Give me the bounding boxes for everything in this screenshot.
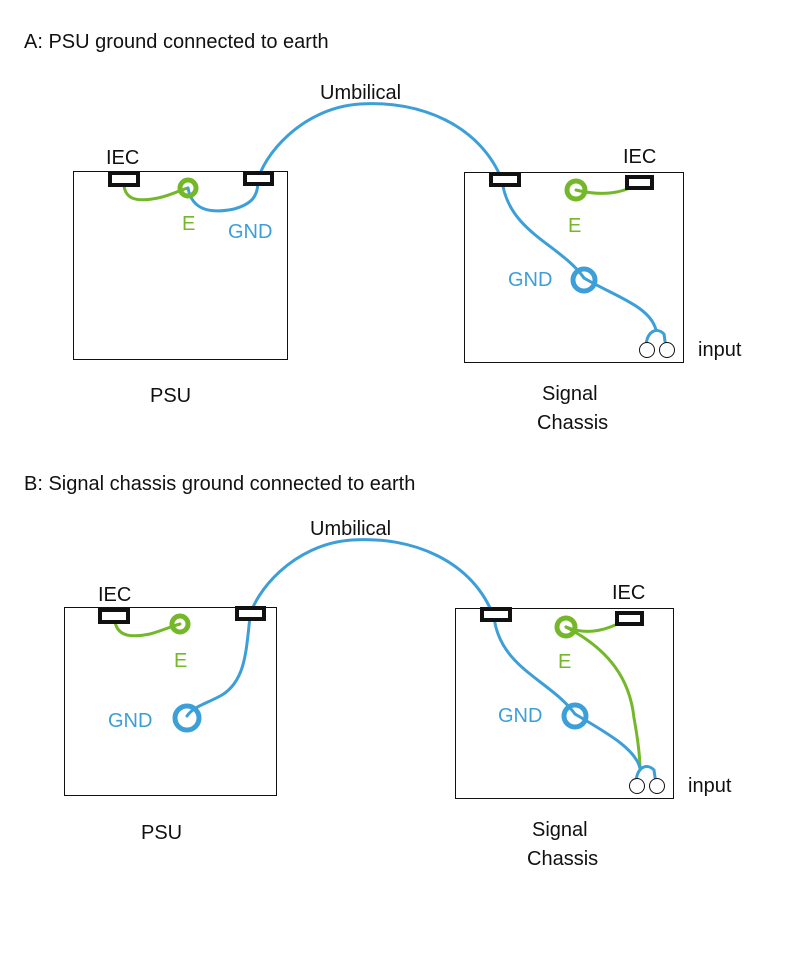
panel-b-psu-e-label: E: [174, 650, 187, 672]
panel-b-input-jack-1: [629, 778, 645, 794]
panel-b-input-jack-2: [649, 778, 665, 794]
panel-b-psu-chassis: [64, 607, 277, 796]
panel-a-umbilical-wire: [256, 102, 504, 183]
panel-b-signal-gnd-wire: [492, 615, 577, 716]
panel-a-input-label: input: [698, 339, 742, 361]
panel-b-umbilical-label: Umbilical: [310, 518, 391, 540]
panel-b: B: Signal chassis ground connected to ea…: [24, 473, 732, 870]
panel-a-psu-gnd-label: GND: [228, 221, 272, 243]
panel-b-input-label: input: [688, 775, 732, 797]
panel-a-psu-chassis: [73, 171, 288, 360]
panel-a-signal-earth-terminal: [564, 178, 588, 202]
panel-b-psu-earth-terminal: [169, 613, 191, 635]
panel-a-signal-iec-socket: [625, 175, 654, 190]
panel-b-psu-iec-socket: [98, 608, 130, 624]
panel-a-signal-label-line1: Signal: [542, 383, 598, 405]
panel-b-psu-iec-label: IEC: [98, 584, 131, 606]
panel-a-psu-e-label: E: [182, 213, 195, 235]
panel-b-signal-iec-socket: [615, 611, 644, 626]
panel-b-psu-label: PSU: [141, 822, 182, 844]
panel-a-psu-iec-socket: [108, 171, 140, 187]
panel-a-signal-e-label: E: [568, 215, 581, 237]
panel-a-umbilical-label: Umbilical: [320, 82, 401, 104]
panel-b-title: B: Signal chassis ground connected to ea…: [24, 473, 415, 495]
panel-b-psu-umbilical-socket: [235, 606, 266, 621]
panel-b-psu-gnd-label: GND: [108, 710, 152, 732]
panel-b-signal-earth-terminal: [554, 615, 578, 639]
panel-b-signal-gnd-label: GND: [498, 705, 542, 727]
panel-b-signal-iec-label: IEC: [612, 582, 645, 604]
panel-a-psu-earth-terminal: [177, 177, 199, 199]
panel-a-signal-umbilical-socket: [489, 172, 521, 187]
panel-a-signal-gnd-wire: [500, 178, 586, 280]
panel-b-umbilical-wire: [248, 538, 496, 619]
panel-a-psu-iec-label: IEC: [106, 147, 139, 169]
panel-b-signal-gnd-terminal: [561, 702, 589, 730]
panel-b-signal-earth-to-input-wire: [564, 625, 642, 772]
panel-b-psu-gnd-terminal: [172, 703, 202, 733]
panel-b-signal-e-label: E: [558, 651, 571, 673]
panel-a-input-jack-2: [659, 342, 675, 358]
panel-a-psu-umbilical-socket: [243, 171, 274, 186]
panel-b-signal-umbilical-socket: [480, 607, 512, 622]
panel-a-input-jack-1: [639, 342, 655, 358]
panel-a: A: PSU ground connected to earth Umbilic…: [24, 31, 742, 434]
panel-b-signal-label-line1: Signal: [532, 819, 588, 841]
panel-a-signal-label-line2: Chassis: [537, 412, 608, 434]
panel-b-signal-label-line2: Chassis: [527, 848, 598, 870]
panel-a-signal-gnd-terminal: [570, 266, 598, 294]
panel-a-psu-label: PSU: [150, 385, 191, 407]
panel-a-title: A: PSU ground connected to earth: [24, 31, 329, 53]
panel-a-signal-gnd-label: GND: [508, 269, 552, 291]
panel-a-psu-gnd-wire: [186, 179, 260, 213]
panel-a-signal-iec-label: IEC: [623, 146, 656, 168]
